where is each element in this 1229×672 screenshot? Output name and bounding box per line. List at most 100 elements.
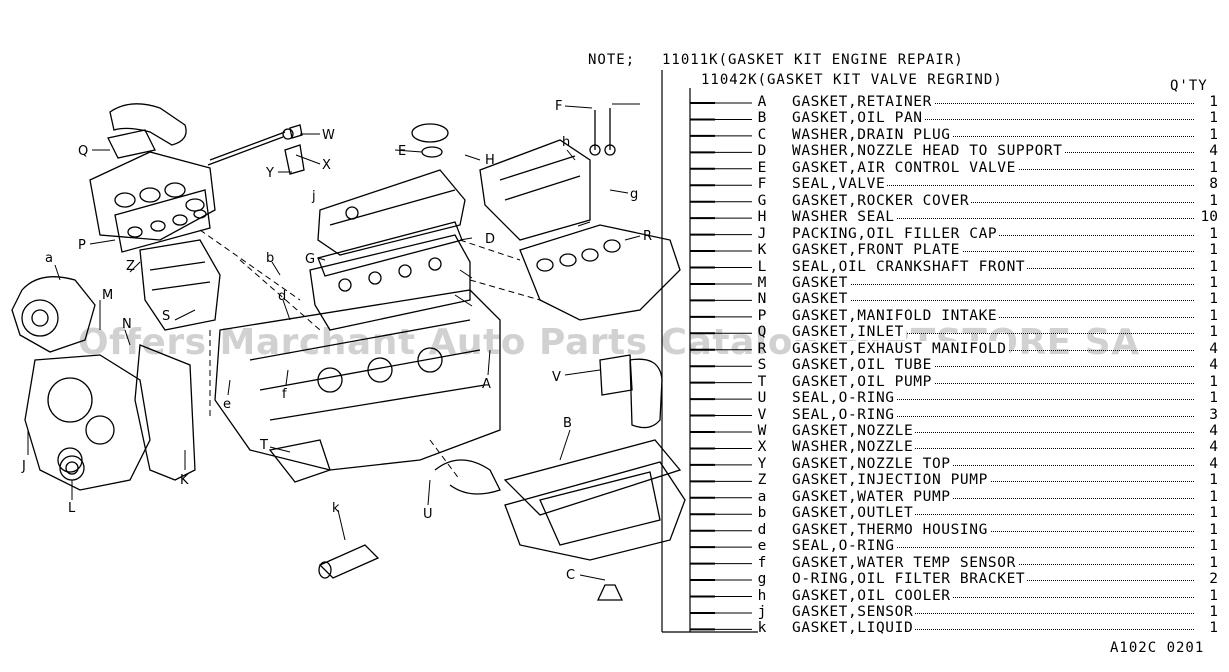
callout-A: A (482, 377, 491, 392)
part-qty: 1 (1209, 587, 1218, 604)
leader-dots (792, 366, 1194, 368)
part-qty: 1 (1209, 472, 1218, 489)
part-name: GASKET,WATER PUMP (792, 488, 953, 505)
part-name: GASKET,THERMO HOUSING (792, 521, 990, 538)
leader-dots (792, 251, 1194, 253)
part-name: O-RING,OIL FILTER BRACKET (792, 571, 1028, 588)
part-row: F SEAL,VALVE 8 (754, 176, 1224, 193)
front-plate-gasket (134, 344, 196, 481)
part-qty: 1 (1209, 242, 1218, 259)
callout-h: h (562, 135, 570, 150)
callout-T: T (259, 438, 268, 453)
part-name: SEAL,VALVE (792, 176, 888, 193)
part-code: j (757, 603, 767, 620)
part-code: S (757, 357, 767, 374)
part-name: GASKET,NOZZLE (792, 423, 916, 439)
callout-a: a (45, 251, 53, 266)
oil-pump (268, 439, 331, 483)
intake-gasket (114, 189, 211, 253)
leader-dots (792, 596, 1194, 598)
leader-dots (792, 185, 1194, 187)
part-code: f (757, 554, 767, 571)
part-code: R (757, 340, 767, 357)
callout-d: d (278, 289, 286, 304)
part-name: GASKET (792, 274, 850, 291)
oil-cooler (479, 139, 591, 241)
leader-dots (792, 119, 1194, 121)
part-code: b (757, 505, 767, 522)
callout-k: k (332, 501, 340, 516)
part-code: L (757, 258, 767, 275)
part-qty: 1 (1209, 505, 1218, 522)
callout-g: g (630, 187, 638, 202)
leader-dots (792, 415, 1194, 417)
leader-dots (792, 448, 1194, 450)
part-name: GASKET,WATER TEMP SENSOR (792, 554, 1018, 571)
part-name: GASKET,INJECTION PUMP (792, 472, 990, 489)
callout-C: C (566, 568, 575, 583)
part-qty: 1 (1209, 258, 1218, 275)
part-qty: 4 (1209, 455, 1218, 472)
leader-dots (792, 201, 1194, 203)
callout-M: M (102, 288, 113, 303)
part-name: GASKET,OIL PAN (792, 110, 925, 127)
part-qty: 1 (1209, 274, 1218, 291)
part-code: a (757, 488, 767, 505)
part-qty: 8 (1209, 176, 1218, 193)
part-name: GASKET,EXHAUST MANIFOLD (792, 340, 1009, 357)
part-name: GASKET,OIL TUBE (792, 357, 934, 374)
part-code: g (757, 571, 767, 588)
oil-pan (504, 461, 686, 561)
part-code: F (757, 176, 767, 193)
part-qty: 1 (1209, 603, 1218, 620)
leader-dots (792, 530, 1194, 532)
part-qty: 1 (1209, 307, 1218, 324)
part-code: Y (757, 455, 767, 472)
callout-B: B (563, 416, 572, 431)
part-qty: 2 (1209, 571, 1218, 588)
leader-dots (792, 283, 1194, 285)
callout-f: f (282, 387, 287, 402)
part-name: GASKET,INLET (792, 324, 906, 341)
leader-dots (792, 547, 1194, 549)
leader-dots (792, 629, 1194, 631)
part-code: E (757, 159, 767, 176)
qty-header: Q'TY (1170, 78, 1208, 94)
callout-Q: Q (78, 144, 88, 159)
part-qty: 1 (1209, 110, 1218, 127)
part-name: SEAL,O-RING (792, 390, 897, 407)
callout-K: K (180, 473, 189, 488)
part-qty: 1 (1209, 488, 1218, 505)
part-code: P (757, 307, 767, 324)
callout-D: D (485, 232, 495, 247)
part-code: U (757, 390, 767, 407)
leader-dots (792, 612, 1194, 614)
callout-X: X (322, 158, 331, 173)
inlet-pipe (109, 103, 187, 146)
water-pump (11, 276, 96, 353)
callout-Z: Z (126, 259, 135, 274)
callout-G: G (305, 252, 315, 267)
part-name: WASHER,NOZZLE (792, 439, 916, 456)
part-code: J (757, 225, 767, 242)
inlet-gasket (107, 129, 156, 159)
part-name: WASHER,DRAIN PLUG (792, 126, 953, 143)
leader-dots (792, 218, 1194, 220)
part-name: GASKET,ROCKER COVER (792, 192, 972, 209)
callout-N: N (122, 317, 132, 332)
